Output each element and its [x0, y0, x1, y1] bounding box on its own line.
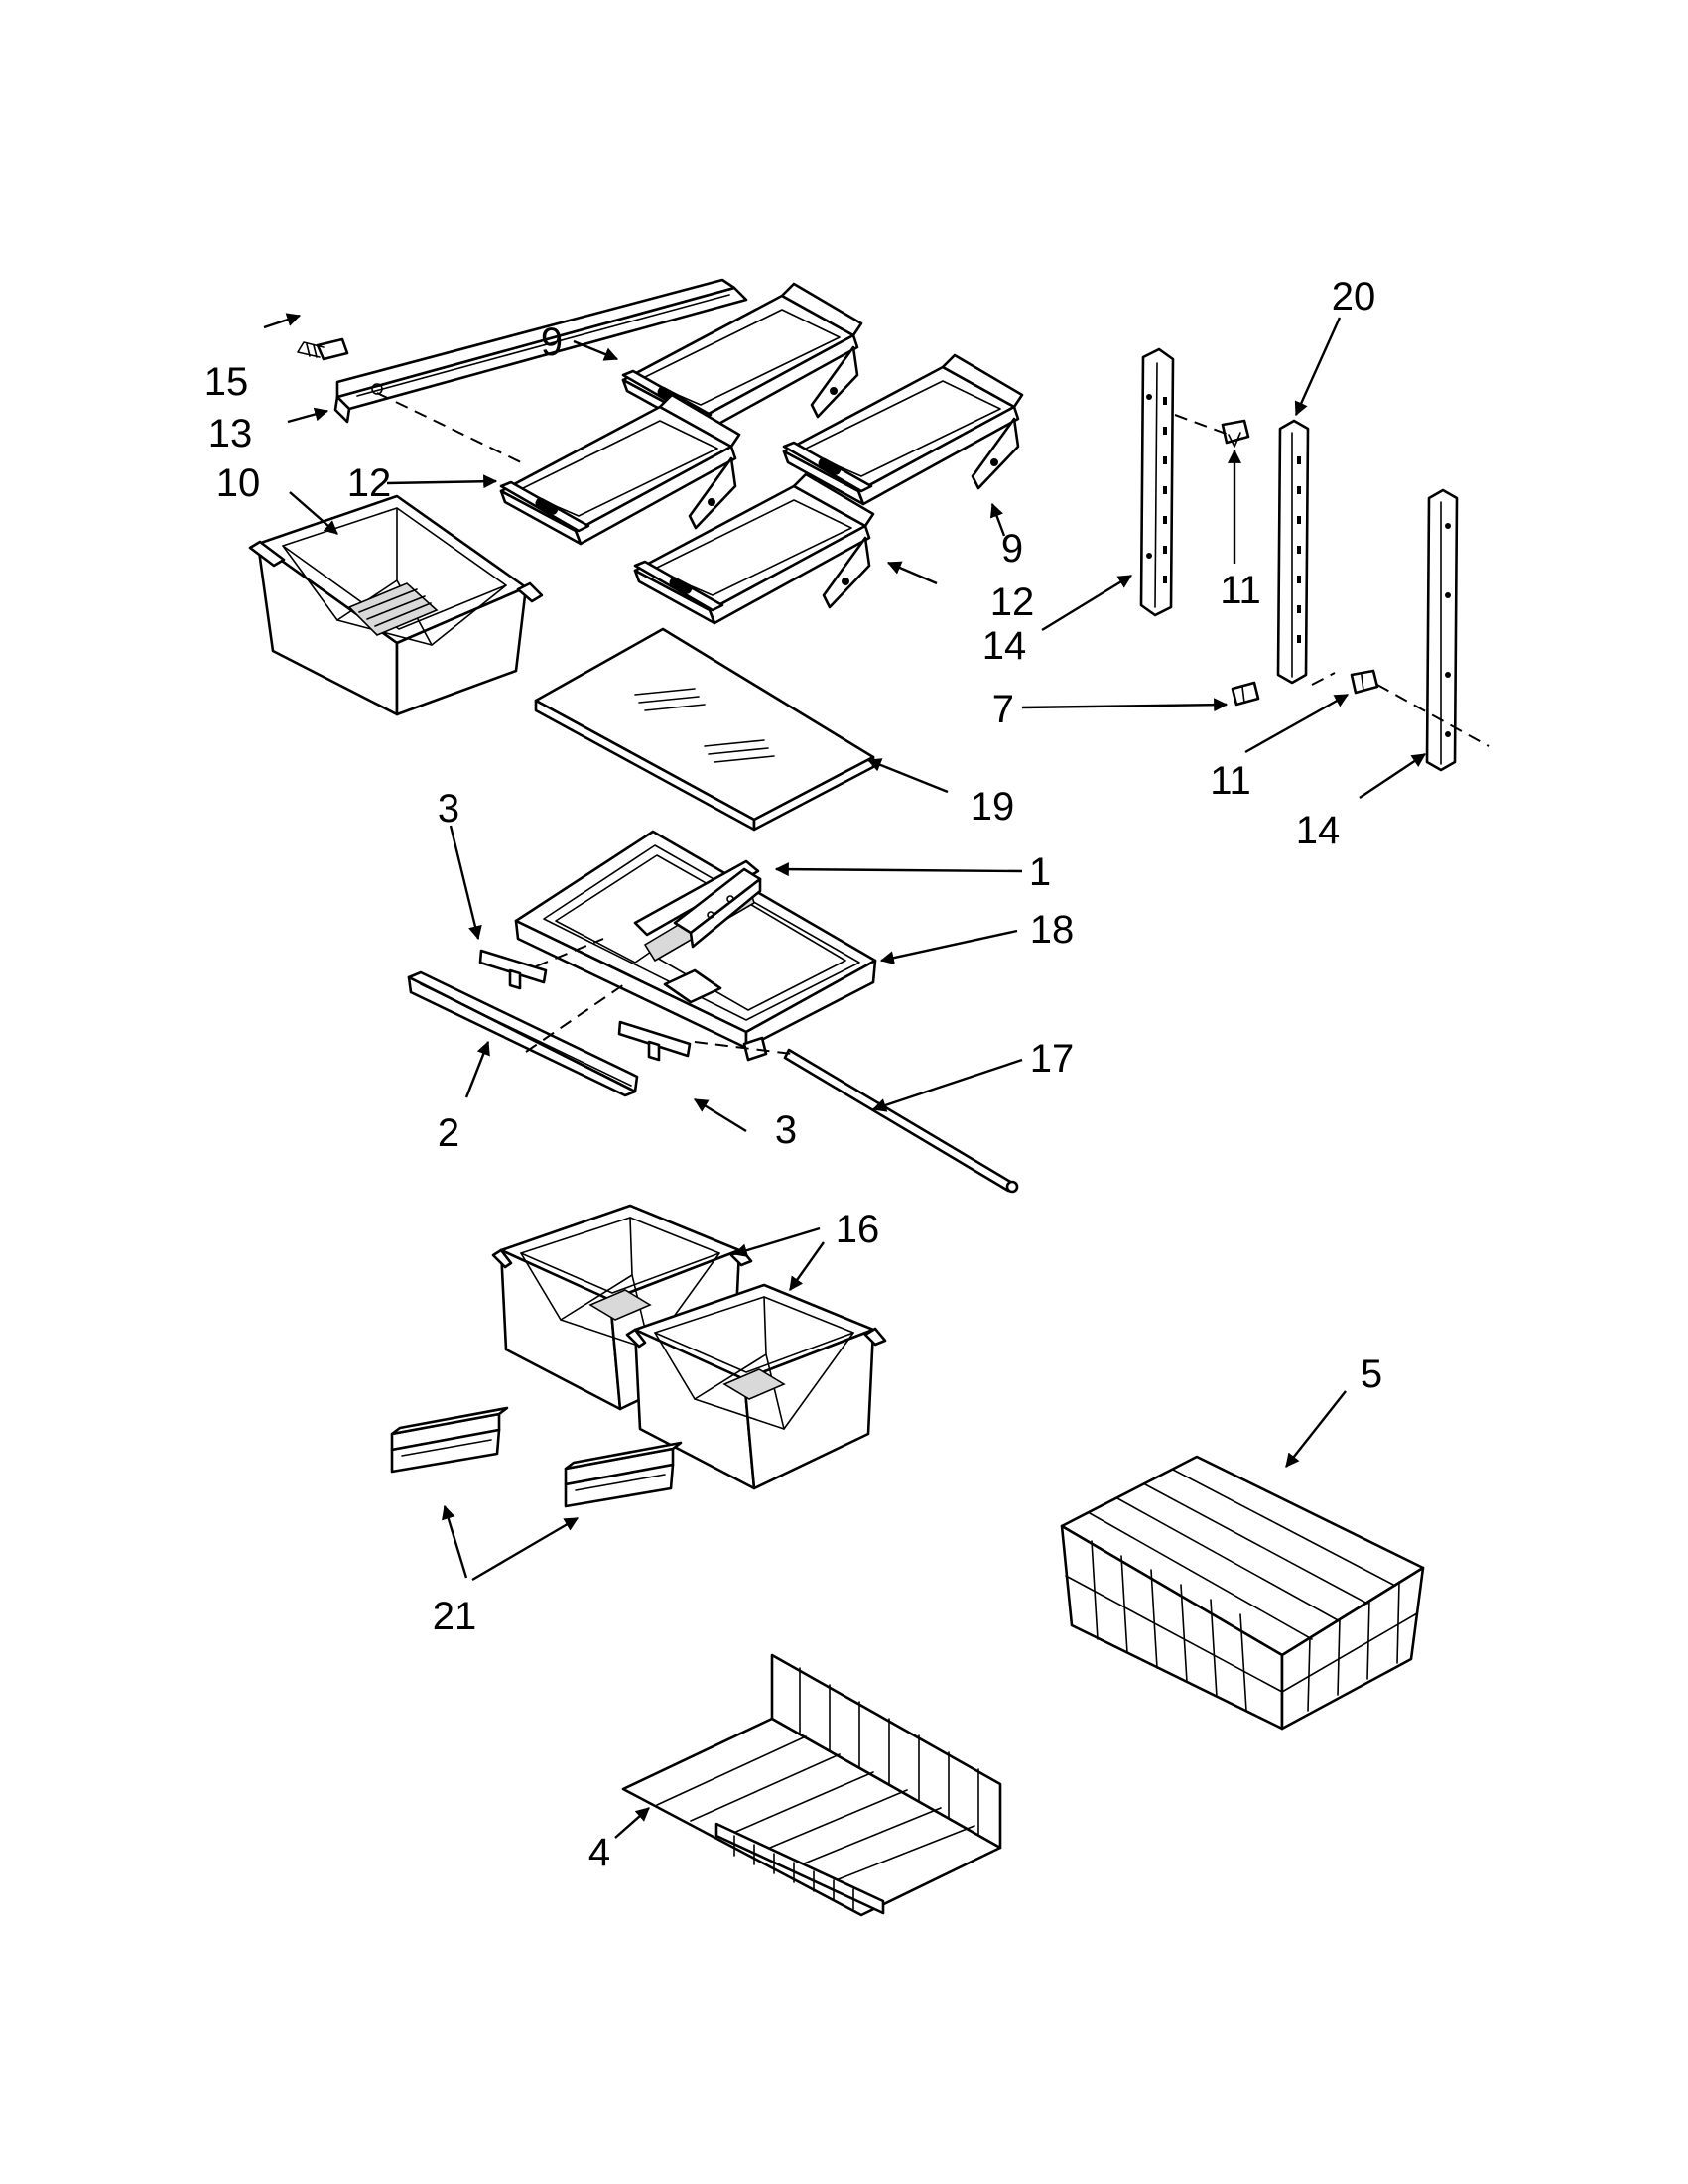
callout-16: 16	[836, 1208, 880, 1251]
callout-4: 4	[588, 1831, 610, 1874]
callout-21: 21	[433, 1595, 477, 1638]
callouts: 1 2 3 3 4 5 7 9 9 10 11 11 12 12 13 14 1…	[204, 275, 1382, 1874]
meat-drawer-part	[248, 494, 544, 716]
rod-part	[783, 1048, 1019, 1194]
assembly-lines	[376, 392, 1490, 1055]
drawer-rail-part-21b	[564, 1441, 683, 1508]
callout-11a: 11	[1220, 569, 1261, 612]
callout-3a: 3	[438, 787, 459, 831]
callout-10: 10	[216, 461, 261, 505]
callout-7: 7	[992, 688, 1014, 731]
callout-18: 18	[1030, 908, 1075, 952]
callout-3b: 3	[775, 1108, 797, 1152]
callout-13: 13	[208, 412, 253, 455]
glass-shelf-part	[534, 627, 875, 832]
callout-2: 2	[438, 1111, 459, 1155]
callout-12b: 12	[990, 580, 1035, 624]
callout-19: 19	[971, 785, 1015, 829]
drawer-rail-part-21a	[390, 1406, 509, 1474]
screw-part-11a	[1221, 419, 1250, 448]
shelf-slide-rail-part	[297, 278, 748, 424]
pilaster-right-part	[1425, 488, 1459, 772]
callout-5: 5	[1361, 1352, 1382, 1396]
clip-part-3b	[617, 1020, 692, 1062]
callout-12a: 12	[347, 461, 392, 505]
crisper-cover-divider-part	[673, 867, 762, 949]
callout-17: 17	[1030, 1037, 1075, 1081]
callout-1: 1	[1029, 850, 1051, 894]
callout-11b: 11	[1210, 759, 1251, 803]
pilaster-center-part	[1276, 419, 1310, 685]
callout-9b: 9	[1001, 527, 1023, 571]
wire-basket-part	[1060, 1455, 1425, 1731]
callout-15: 15	[204, 360, 249, 404]
callout-14a: 14	[982, 624, 1027, 668]
shelf-part-12b	[633, 472, 875, 625]
clip-part-3a	[478, 949, 548, 990]
screw-part-7	[1231, 681, 1260, 707]
wire-shelf-part	[621, 1653, 1002, 1917]
pilaster-left-part	[1139, 347, 1175, 617]
callout-9a: 9	[541, 321, 563, 364]
callout-20: 20	[1332, 275, 1376, 319]
leader-arrows	[263, 313, 1426, 1839]
shelf-part-12a	[499, 393, 741, 546]
front-trim-part	[407, 970, 639, 1097]
screw-part-11b	[1350, 669, 1379, 695]
callout-14b: 14	[1296, 809, 1341, 852]
